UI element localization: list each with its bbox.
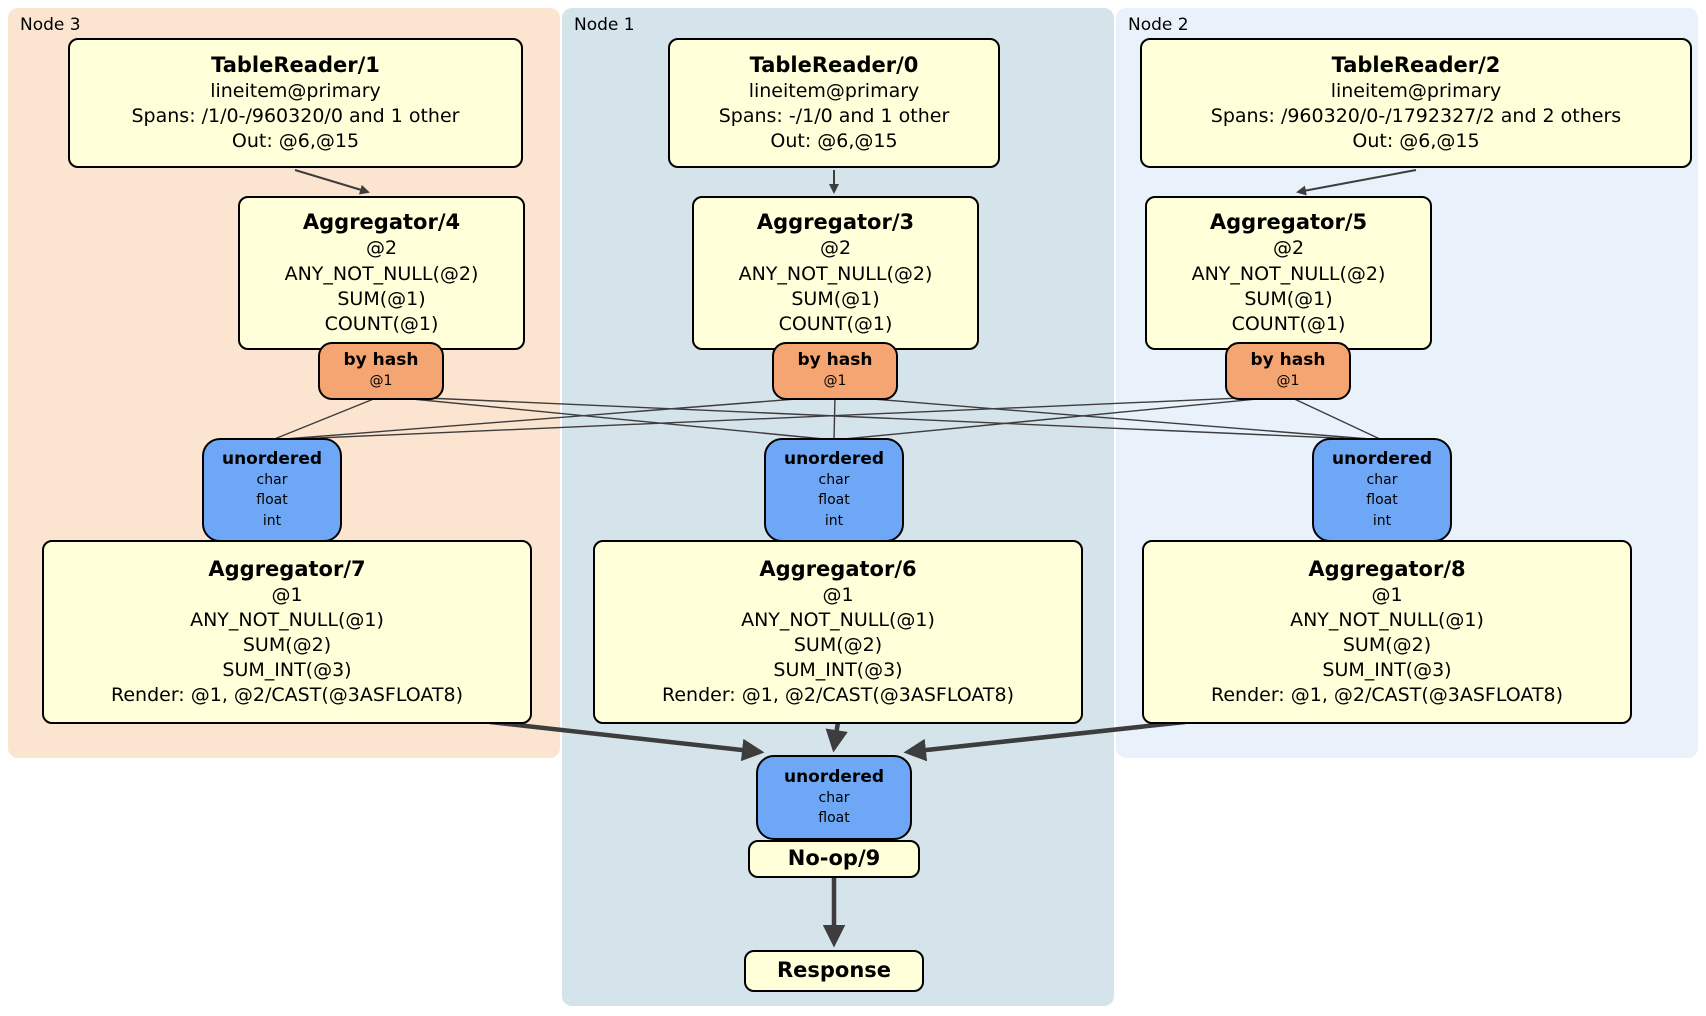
hash-router-node1: by hash @1 <box>772 342 898 400</box>
unordered-sync-node3-title: unordered <box>221 448 323 469</box>
unordered-sync-node3-col: char <box>256 472 288 489</box>
aggregator-6-expr: SUM(@2) <box>793 634 883 657</box>
aggregator-7-box: Aggregator/7 @1 ANY_NOT_NULL(@1) SUM(@2)… <box>42 540 532 724</box>
tablereader-2-index: lineitem@primary <box>1330 80 1502 103</box>
unordered-sync-final: unordered char float <box>756 755 912 840</box>
aggregator-7-expr: ANY_NOT_NULL(@1) <box>190 609 384 632</box>
tablereader-1-index: lineitem@primary <box>210 80 381 103</box>
aggregator-5-expr: SUM(@1) <box>1244 287 1333 310</box>
tablereader-2-spans: Spans: /960320/0-/1792327/2 and 2 others <box>1210 105 1622 128</box>
tablereader-2-title: TableReader/2 <box>1331 52 1501 77</box>
node-2-label: Node 2 <box>1128 15 1189 35</box>
aggregator-5-title: Aggregator/5 <box>1209 210 1368 235</box>
hash-router-node1-key: @1 <box>823 373 847 390</box>
aggregator-3-expr: COUNT(@1) <box>778 312 893 335</box>
tablereader-0-out: Out: @6,@15 <box>770 130 898 153</box>
tablereader-to-aggregator-edges <box>294 169 1417 196</box>
aggregator-4-expr: COUNT(@1) <box>324 312 439 335</box>
hash-router-node3-key: @1 <box>369 373 393 390</box>
unordered-sync-node3-col: int <box>262 512 282 529</box>
tablereader-1-title: TableReader/1 <box>211 52 380 77</box>
unordered-sync-node2-col: int <box>1372 512 1392 529</box>
aggregator-8-expr: SUM_INT(@3) <box>1322 659 1452 682</box>
aggregator-3-title: Aggregator/3 <box>756 210 915 235</box>
aggregator-4-expr: ANY_NOT_NULL(@2) <box>284 262 479 285</box>
unordered-sync-node1-col: int <box>824 512 844 529</box>
aggregator-7-title: Aggregator/7 <box>208 556 366 581</box>
unordered-sync-final-col: char <box>818 789 850 806</box>
hash-router-node1-title: by hash <box>797 350 873 371</box>
hash-router-node3-title: by hash <box>343 350 419 371</box>
aggregator-4-expr: SUM(@1) <box>337 287 426 310</box>
tablereader-0-index: lineitem@primary <box>748 80 920 103</box>
tablereader-0-title: TableReader/0 <box>749 52 919 77</box>
unordered-sync-node2: unordered char float int <box>1312 438 1452 542</box>
aggregator-4-group: @2 <box>365 237 398 260</box>
aggregator-5-expr: COUNT(@1) <box>1231 312 1346 335</box>
node-1-label: Node 1 <box>574 15 635 35</box>
unordered-sync-final-col: float <box>818 810 850 827</box>
aggregator-4-title: Aggregator/4 <box>302 210 461 235</box>
tablereader-0-box: TableReader/0 lineitem@primary Spans: -/… <box>668 38 1000 168</box>
tablereader-1-box: TableReader/1 lineitem@primary Spans: /1… <box>68 38 523 168</box>
unordered-sync-node2-title: unordered <box>1331 448 1433 469</box>
unordered-sync-node1-title: unordered <box>783 448 885 469</box>
aggregator-6-title: Aggregator/6 <box>759 556 917 581</box>
tablereader-1-spans: Spans: /1/0-/960320/0 and 1 other <box>131 105 460 128</box>
aggregator-6-expr: ANY_NOT_NULL(@1) <box>741 609 935 632</box>
aggregator-to-final-merge-edges <box>489 719 1186 762</box>
aggregator-8-expr: SUM(@2) <box>1342 634 1432 657</box>
hash-router-node2-title: by hash <box>1250 350 1326 371</box>
unordered-sync-node3: unordered char float int <box>202 438 342 542</box>
aggregator-6-render: Render: @1, @2/CAST(@3ASFLOAT8) <box>662 684 1014 707</box>
aggregator-8-render: Render: @1, @2/CAST(@3ASFLOAT8) <box>1211 684 1563 707</box>
hash-router-node2: by hash @1 <box>1225 342 1351 400</box>
aggregator-3-expr: SUM(@1) <box>791 287 880 310</box>
hash-router-node2-key: @1 <box>1276 373 1300 390</box>
aggregator-8-title: Aggregator/8 <box>1308 556 1466 581</box>
aggregator-6-box: Aggregator/6 @1 ANY_NOT_NULL(@1) SUM(@2)… <box>593 540 1083 724</box>
unordered-sync-node1-col: char <box>818 472 850 489</box>
unordered-sync-node2-col: char <box>1366 472 1398 489</box>
aggregator-7-expr: SUM_INT(@3) <box>222 659 352 682</box>
response-box: Response <box>744 950 924 992</box>
aggregator-8-group: @1 <box>1371 583 1403 606</box>
aggregator-6-group: @1 <box>822 583 854 606</box>
unordered-sync-node1-col: float <box>818 492 850 509</box>
aggregator-7-group: @1 <box>271 583 303 606</box>
noop-9-title: No-op/9 <box>787 846 881 871</box>
aggregator-3-box: Aggregator/3 @2 ANY_NOT_NULL(@2) SUM(@1)… <box>692 196 979 350</box>
hash-router-mesh-edges <box>271 395 1383 441</box>
aggregator-7-expr: SUM(@2) <box>242 634 332 657</box>
aggregator-5-group: @2 <box>1272 237 1305 260</box>
hash-router-node3: by hash @1 <box>318 342 444 400</box>
tablereader-1-out: Out: @6,@15 <box>231 130 360 153</box>
tablereader-0-spans: Spans: -/1/0 and 1 other <box>718 105 950 128</box>
aggregator-5-box: Aggregator/5 @2 ANY_NOT_NULL(@2) SUM(@1)… <box>1145 196 1432 350</box>
response-title: Response <box>776 958 892 983</box>
unordered-sync-node3-col: float <box>256 492 288 509</box>
unordered-sync-node1: unordered char float int <box>764 438 904 542</box>
tablereader-2-box: TableReader/2 lineitem@primary Spans: /9… <box>1140 38 1692 168</box>
unordered-sync-final-title: unordered <box>783 766 885 787</box>
tablereader-2-out: Out: @6,@15 <box>1352 130 1480 153</box>
aggregator-3-group: @2 <box>819 237 852 260</box>
aggregator-3-expr: ANY_NOT_NULL(@2) <box>738 262 933 285</box>
noop-9-box: No-op/9 <box>748 840 920 878</box>
aggregator-7-render: Render: @1, @2/CAST(@3ASFLOAT8) <box>111 684 463 707</box>
aggregator-5-expr: ANY_NOT_NULL(@2) <box>1191 262 1386 285</box>
node-3-label: Node 3 <box>20 15 81 35</box>
aggregator-8-box: Aggregator/8 @1 ANY_NOT_NULL(@1) SUM(@2)… <box>1142 540 1632 724</box>
aggregator-4-box: Aggregator/4 @2 ANY_NOT_NULL(@2) SUM(@1)… <box>238 196 525 350</box>
aggregator-8-expr: ANY_NOT_NULL(@1) <box>1290 609 1484 632</box>
aggregator-6-expr: SUM_INT(@3) <box>773 659 903 682</box>
unordered-sync-node2-col: float <box>1366 492 1398 509</box>
